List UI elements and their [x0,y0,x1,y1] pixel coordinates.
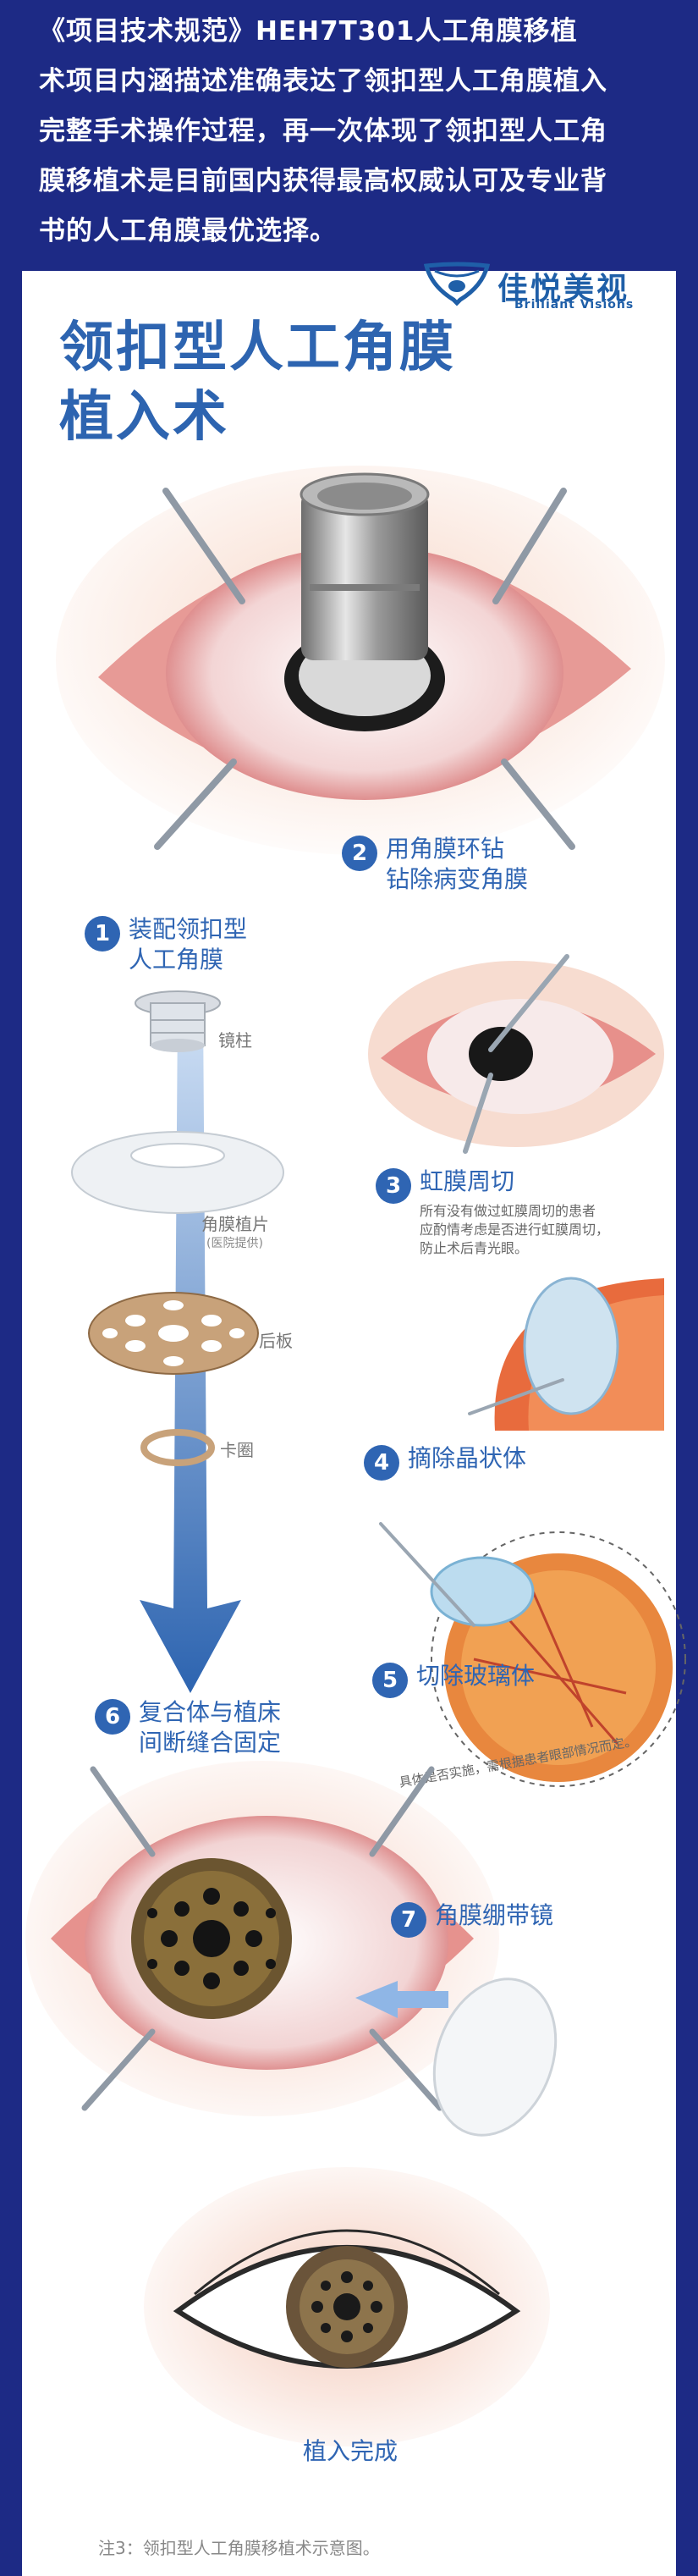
step-3-text: 虹膜周切 [420,1167,515,1195]
lens-removal-illustration [468,1277,664,1431]
butterfly-logo-icon [423,262,491,306]
header-paragraph: 《项目技术规范》HEH7T301人工角膜移植 术项目内涵描述准确表达了领扣型人工… [39,7,665,256]
step-1-line: 装配领扣型 [129,915,248,943]
step-5-text: 切除玻璃体 [416,1662,536,1690]
part-backplate-label: 后板 [259,1331,293,1351]
step-6-line: 间断缝合固定 [139,1729,282,1757]
step-4-badge: 4 [364,1445,399,1481]
back-plate-icon [88,1292,259,1375]
step-2-line: 用角膜环钻 [386,835,505,863]
trephine-eye-illustration [56,466,665,855]
footer-caption: 注3：领扣型人工角膜移植术示意图。 [98,2538,380,2558]
final-eye-illustration [144,2167,550,2446]
step-2-line: 钻除病变角膜 [386,865,529,893]
header-line: 术项目内涵描述准确表达了领扣型人工角膜植入 [39,66,607,97]
header-line: 书的人工角膜最优选择。 [39,216,337,246]
locking-ring-icon [140,1429,215,1466]
step-3-label: 3 虹膜周切 [376,1167,655,1204]
logo-chinese-text: 佳悦美视 [497,272,630,306]
note-line: 应酌情考虑是否进行虹膜周切， [420,1222,610,1238]
header-line: 膜移植术是目前国内获得最高权威认可及专业背 [39,166,607,196]
part-graft-label: 角膜植片 [201,1214,269,1234]
implant-complete-label: 植入完成 [303,2437,398,2465]
vitrectomy-illustration [379,1522,686,1787]
step-7-badge: 7 [391,1902,426,1938]
step-7-text: 角膜绷带镜 [435,1901,554,1929]
step-1-line: 人工角膜 [129,946,224,974]
step-3-badge: 3 [376,1168,411,1204]
optic-stem-icon [135,990,221,1052]
part-graft-sub: (医院提供) [206,1237,263,1250]
step-6-badge: 6 [95,1699,130,1735]
step-2-label: 2 用角膜环钻 钻除病变角膜 [342,834,629,902]
diagram-title: 领扣型人工角膜 植入术 [59,313,456,452]
iridectomy-illustration [368,954,664,1154]
step-4-text: 摘除晶状体 [408,1444,527,1472]
sutured-eye-illustration [25,1761,499,2116]
part-ring-label: 卡圈 [220,1440,254,1460]
iridectomy-note: 所有没有做过虹膜周切的患者 应酌情考虑是否进行虹膜周切， 防止术后青光眼。 [420,1202,673,1258]
title-line-2: 植入术 [59,386,229,449]
step-7-label: 7 角膜绷带镜 [391,1900,645,1938]
note-line: 防止术后青光眼。 [420,1240,529,1256]
step-2-text: 用角膜环钻 钻除病变角膜 [386,834,528,895]
step-1-text: 装配领扣型 人工角膜 [129,914,247,975]
step-1-badge: 1 [85,916,120,952]
bandage-lens-illustration [355,1978,558,2137]
step-5-label: 5 切除玻璃体 [372,1661,651,1698]
step-5-badge: 5 [372,1663,408,1698]
step-4-label: 4 摘除晶状体 [364,1443,643,1481]
header-line: 《项目技术规范》HEH7T301人工角膜移植 [39,16,578,47]
step-6-label: 6 复合体与植床 间断缝合固定 [95,1697,365,1765]
note-line: 所有没有做过虹膜周切的患者 [420,1203,596,1219]
step-1-label: 1 装配领扣型 人工角膜 [85,914,322,982]
part-stem-label: 镜柱 [218,1030,252,1051]
title-line-1: 领扣型人工角膜 [59,317,456,379]
brand-logo: 佳悦美视 Brilliant Visions [423,261,677,312]
logo-english-text: Brilliant Visions [514,298,635,312]
header-line: 完整手术操作过程，再一次体现了领扣型人工角 [39,116,607,146]
step-2-badge: 2 [342,836,377,871]
step-6-text: 复合体与植床 间断缝合固定 [139,1697,281,1758]
corneal-graft-icon [71,1131,284,1214]
step-6-line: 复合体与植床 [139,1698,282,1726]
